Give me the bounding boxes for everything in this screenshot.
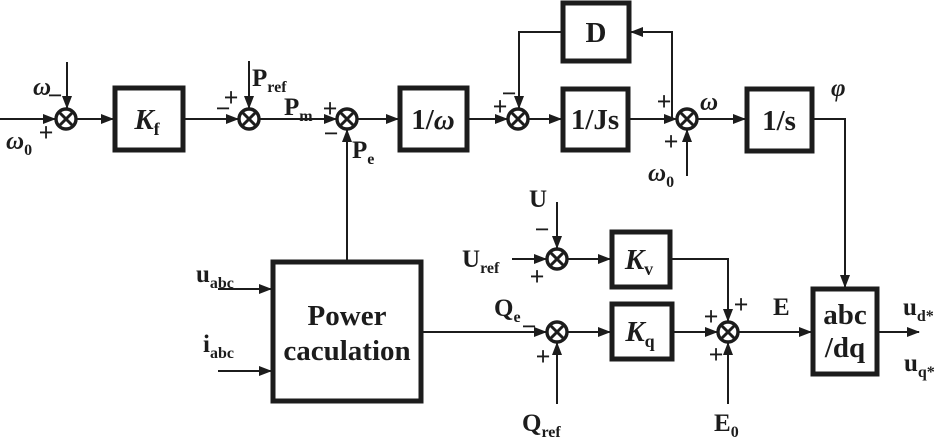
summing-junction-7 — [545, 320, 569, 344]
inertia-block-label: 1/Js — [571, 104, 619, 136]
p-ref-label: Pref — [252, 65, 287, 96]
e-label: E — [773, 294, 790, 321]
wire-d-into-j4 — [514, 31, 563, 109]
abc-dq-block: abc /dq — [810, 286, 880, 377]
damping-block-label: D — [586, 17, 607, 49]
j5-left-sign: + — [657, 87, 672, 116]
j8-left-sign: + — [704, 302, 719, 331]
junction-signs: − + + − + − + − + + − + − + + + + — [39, 79, 749, 371]
kq-block-label: Kq — [624, 316, 654, 351]
kv-block-box — [609, 229, 673, 290]
j7-left-sign: − — [522, 312, 537, 341]
i-abc-label: iabc — [203, 331, 234, 362]
summing-junction-2 — [237, 107, 261, 131]
kf-block-label: Kf — [133, 104, 160, 139]
j6-left-sign: + — [530, 262, 545, 291]
summing-junction-6 — [545, 247, 569, 271]
power-calculation-block-box — [270, 259, 424, 404]
integrator-block-box — [744, 86, 815, 154]
q-ref-label: Qref — [522, 410, 561, 438]
omega0-feedback-label: ω0 — [648, 160, 674, 191]
summing-junction-5 — [675, 107, 699, 131]
kq-block-box — [609, 301, 675, 362]
j6-top-sign: − — [535, 215, 550, 244]
summing-junction-8 — [716, 320, 740, 344]
u-ref-label: Uref — [462, 246, 500, 277]
kv-block-label: Kv — [624, 244, 653, 279]
power-calculation-label-line1: Power — [308, 300, 387, 332]
power-calculation-label-line2: caculation — [283, 335, 410, 367]
p-e-label: Pe — [352, 137, 374, 168]
abc-dq-label-line2: /dq — [824, 332, 865, 364]
abc-dq-block-box — [810, 286, 880, 377]
u-label: U — [529, 186, 547, 213]
j1-top-sign: − — [48, 81, 63, 110]
u-q-star-label: uq* — [904, 350, 935, 381]
summing-junction-1 — [54, 107, 78, 131]
integrator-block: 1/s — [744, 86, 815, 154]
j2-top-sign: + — [224, 83, 239, 112]
j3-bottom-sign: − — [324, 119, 339, 148]
inverse-omega-block-label: 1/ω — [411, 104, 455, 136]
blocks: Kf 1/ω D 1/Js 1/s Kv Kq Power cac — [112, 0, 880, 404]
inertia-block: 1/Js — [560, 86, 631, 153]
kq-block: Kq — [609, 301, 675, 362]
j5-bottom-sign: + — [664, 127, 679, 156]
j2-left-sign: − — [216, 94, 231, 123]
q-e-label: Qe — [494, 295, 521, 326]
wire-tap-into-d — [630, 27, 673, 119]
damping-block-box — [560, 0, 632, 64]
summing-junctions — [54, 107, 740, 344]
summing-junction-3 — [335, 107, 359, 131]
summing-junction-4 — [506, 107, 530, 131]
abc-dq-label-line1: abc — [823, 299, 867, 331]
j4-left-sign: + — [493, 92, 508, 121]
wires — [0, 27, 920, 404]
inverse-omega-block-box — [397, 85, 470, 153]
u-d-star-label: ud* — [903, 294, 934, 325]
kf-block: Kf — [112, 85, 186, 153]
power-calculation-block: Power caculation — [270, 259, 424, 404]
p-m-label: Pm — [284, 94, 313, 125]
omega-output-label: ω — [700, 89, 718, 116]
integrator-block-label: 1/s — [762, 105, 796, 137]
signal-labels: ω ω0 Pref Pm Pe ω ω0 φ U Uref Qe Qref E … — [6, 65, 935, 438]
wire-invs-phi-into-abcdq — [812, 118, 850, 288]
j7-bottom-sign: + — [536, 342, 551, 371]
omega-input-label: ω — [33, 74, 51, 101]
u-abc-label: uabc — [196, 261, 234, 292]
kf-block-box — [112, 85, 186, 153]
j4-top-sign: − — [502, 79, 517, 108]
wire-kv-into-j8 — [670, 258, 733, 322]
phi-label: φ — [831, 75, 846, 102]
omega0-input-label: ω0 — [6, 128, 32, 159]
j8-top-sign: + — [734, 290, 749, 319]
inertia-block-box — [560, 86, 631, 153]
e0-label: E0 — [714, 410, 739, 438]
kv-block: Kv — [609, 229, 673, 290]
damping-block: D — [560, 0, 632, 64]
inverse-omega-block: 1/ω — [397, 85, 470, 153]
j8-bottom-sign: + — [709, 340, 724, 369]
j1-left-sign: + — [39, 118, 54, 147]
j3-left-sign: + — [323, 94, 338, 123]
